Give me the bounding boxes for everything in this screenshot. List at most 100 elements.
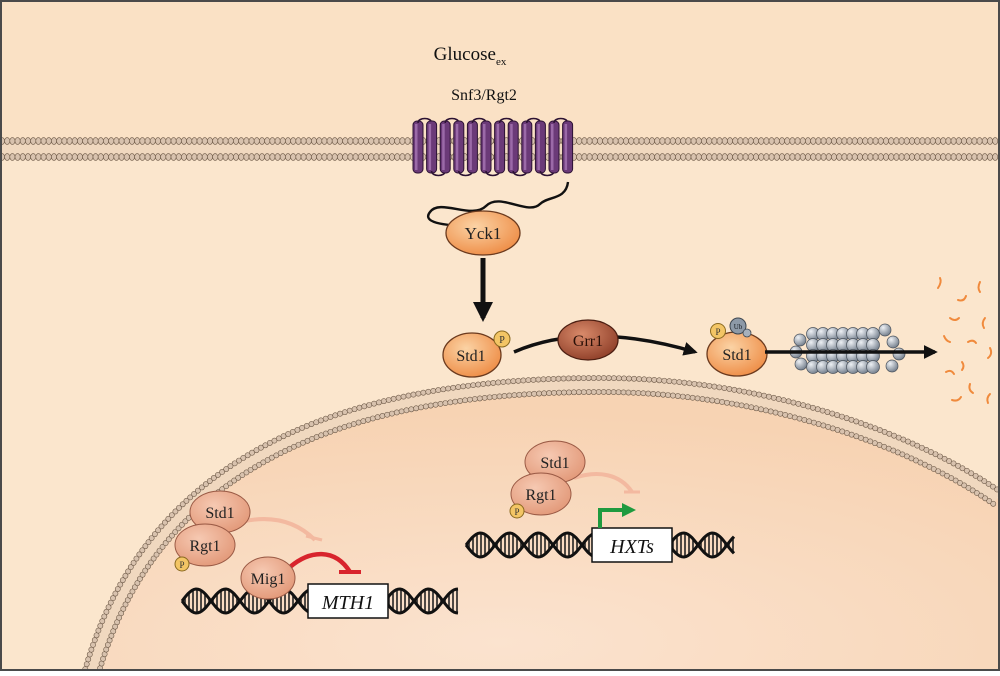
lipid-head — [175, 153, 182, 161]
lipid-head — [961, 482, 968, 489]
lipid-head — [357, 137, 364, 145]
lipid-head — [227, 137, 234, 145]
lipid-head — [400, 393, 407, 400]
hxts-gene-label: HXTs — [609, 536, 654, 558]
lipid-head — [158, 523, 165, 530]
lipid-head — [631, 375, 637, 382]
lipid-head — [206, 478, 213, 484]
lipid-head — [147, 559, 154, 566]
lipid-head — [118, 153, 125, 161]
lipid-head — [155, 153, 161, 161]
lipid-head — [580, 389, 587, 396]
lipid-head — [187, 494, 194, 501]
transmembrane-helix — [507, 120, 519, 174]
lipid-head — [701, 382, 708, 389]
lipid-head — [794, 137, 801, 145]
lipid-head — [825, 424, 832, 430]
lipid-head — [971, 137, 978, 145]
lipid-head — [366, 402, 373, 408]
lipid-head — [973, 490, 980, 496]
lipid-head — [264, 153, 271, 161]
lipid-head — [231, 460, 238, 467]
lipid-head — [125, 568, 131, 575]
lipid-head — [676, 379, 683, 386]
lipid-head — [666, 378, 673, 385]
lipid-head — [733, 401, 740, 408]
lipid-head — [950, 153, 957, 161]
lipid-head — [638, 137, 645, 145]
lipid-head — [950, 460, 957, 467]
lipid-head — [442, 400, 449, 406]
helix-highlight — [415, 124, 418, 170]
lipid-head — [775, 396, 782, 402]
lipid-head — [279, 137, 286, 145]
lipid-head — [595, 389, 602, 395]
lipid-head — [929, 137, 936, 145]
lipid-head — [732, 137, 739, 145]
lipid-head — [737, 137, 744, 145]
transmembrane-helix — [480, 120, 492, 174]
lipid-head — [133, 555, 140, 562]
lipid-head — [704, 396, 711, 403]
lipid-head — [600, 375, 607, 381]
lipid-head — [982, 495, 989, 502]
lipid-head — [977, 475, 983, 482]
mig1-protein: Mig1 — [240, 556, 296, 600]
lipid-head — [253, 137, 260, 145]
mth1-gene-label: MTH1 — [321, 592, 374, 614]
lipid-head — [595, 375, 602, 381]
lipid-head — [616, 375, 622, 382]
lipid-head — [352, 153, 359, 161]
lipid-head — [670, 392, 676, 399]
lipid-head — [814, 406, 821, 413]
grr1-label: Grr1 — [573, 333, 603, 350]
lipid-head — [422, 403, 429, 410]
lipid-head — [25, 137, 31, 145]
lipid-head — [151, 531, 158, 538]
lipid-head — [110, 595, 116, 601]
lipid-head — [581, 137, 588, 145]
lipid-head — [290, 137, 297, 145]
lipid-head — [61, 137, 68, 145]
lipid-head — [51, 137, 57, 145]
lipid-head — [107, 599, 114, 606]
lipid-head — [623, 137, 629, 145]
lipid-head — [716, 153, 723, 161]
lipid-head — [981, 478, 988, 485]
lipid-head — [134, 137, 141, 145]
lipid-head — [321, 137, 328, 145]
lipid-head — [194, 487, 201, 494]
snf3-rgt2-receptor — [412, 117, 574, 177]
lipid-head — [521, 391, 528, 398]
phosphate-icon — [710, 323, 726, 339]
lipid-head — [35, 153, 42, 161]
lipid-head — [972, 472, 979, 479]
lipid-head — [981, 153, 988, 161]
lipid-head — [862, 137, 869, 145]
lipid-head — [846, 137, 853, 145]
transcription-arrowhead — [622, 503, 636, 517]
lipid-head — [103, 137, 109, 145]
lipid-head — [300, 153, 307, 161]
lipid-head — [103, 608, 110, 615]
lipid-head — [794, 153, 801, 161]
lipid-head — [959, 465, 966, 472]
proteasome-cap-subunit — [892, 347, 906, 361]
lipid-head — [841, 153, 848, 161]
lipid-head — [160, 137, 167, 145]
lipid-head — [361, 403, 368, 410]
lipid-head — [825, 137, 832, 145]
lipid-head — [496, 393, 503, 400]
lipid-head — [940, 137, 947, 145]
rgt1-nuclear-left: Rgt1 P — [174, 523, 236, 572]
lipid-head — [251, 464, 258, 471]
lipid-head — [711, 153, 718, 161]
lipid-head — [457, 398, 464, 404]
lipid-head — [266, 440, 273, 446]
lipid-head — [14, 153, 21, 161]
lipid-head — [134, 153, 141, 161]
ubiquitin-icon — [729, 317, 747, 335]
lipid-head — [820, 422, 827, 429]
lipid-head — [636, 376, 642, 382]
lipid-head — [659, 137, 666, 145]
